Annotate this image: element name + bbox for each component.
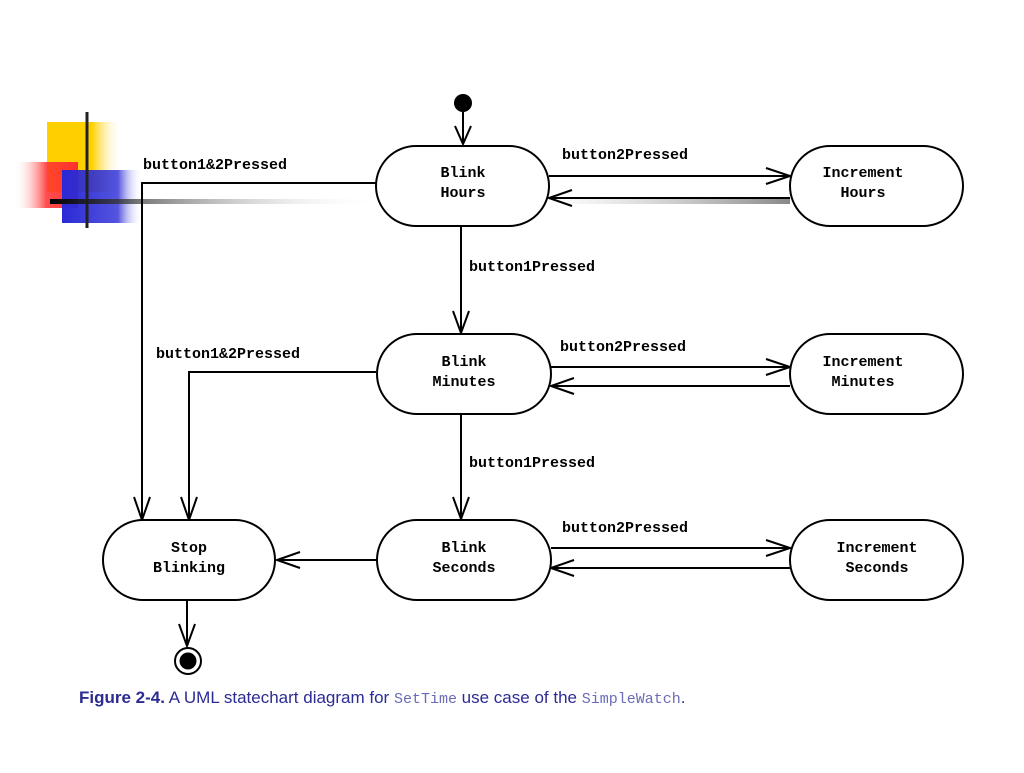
state-increment-minutes-box (789, 333, 964, 415)
decor-horizontal-line (50, 199, 380, 204)
label-minutes-button2: button2Pressed (560, 339, 686, 356)
state-blink-seconds: Blink Seconds (376, 519, 552, 601)
edge-increment-to-minutes-arrowhead (547, 377, 575, 395)
caption-code-simplewatch: SimpleWatch (581, 691, 681, 708)
state-blink-hours-line2: Hours (440, 185, 485, 202)
state-increment-seconds: Increment Seconds (789, 519, 964, 601)
transition-edges (133, 167, 794, 649)
caption-code-settime: SetTime (393, 691, 457, 708)
label-hours-button2: button2Pressed (562, 147, 688, 164)
edge-minutes-to-stop (188, 371, 376, 520)
state-stop-blinking-line1: Stop (171, 540, 207, 557)
state-increment-hours-line2: Hours (840, 185, 885, 202)
label-seconds-button2: button2Pressed (562, 520, 688, 537)
label-hours-button1: button1Pressed (469, 259, 595, 276)
state-blink-minutes: Blink Minutes (376, 333, 552, 415)
state-blink-minutes-line1: Blink (441, 354, 486, 371)
state-increment-minutes-line1: Increment (822, 354, 903, 371)
state-blink-hours-box (375, 145, 550, 227)
edge-increment-to-hours-arrowhead (545, 189, 573, 207)
state-increment-hours-box (789, 145, 964, 227)
initial-transition-arrowhead (454, 125, 472, 147)
slide-decoration (14, 112, 790, 228)
state-increment-minutes-line2: Minutes (831, 374, 894, 391)
state-blink-seconds-box (376, 519, 552, 601)
state-blink-hours-line1: Blink (440, 165, 485, 182)
state-blink-minutes-line2: Minutes (432, 374, 495, 391)
label-hours-button12: button1&2Pressed (143, 157, 287, 174)
final-state (174, 647, 202, 675)
state-increment-seconds-line1: Increment (836, 540, 917, 557)
final-state-dot (179, 652, 197, 670)
figure-caption: Figure 2-4. A UML statechart diagram for… (79, 688, 979, 708)
edge-stop-to-final-arrowhead (178, 623, 196, 649)
state-blink-hours: Blink Hours (375, 145, 550, 227)
transition-labels: button2Pressed button2Pressed button2Pre… (143, 147, 688, 537)
caption-figure-label: Figure 2-4. (79, 688, 165, 707)
edge-hours-to-stop (141, 182, 376, 520)
decor-line-shadow (548, 199, 790, 204)
caption-text-part1: A UML statechart diagram for (164, 688, 394, 707)
label-minutes-button12: button1&2Pressed (156, 346, 300, 363)
decor-blue-square (62, 170, 142, 223)
edge-hours-to-increment-arrowhead (765, 167, 794, 185)
state-blink-seconds-line2: Seconds (432, 560, 495, 577)
caption-text-part3: . (680, 688, 686, 707)
label-minutes-button1: button1Pressed (469, 455, 595, 472)
state-increment-hours: Increment Hours (789, 145, 964, 227)
initial-state-dot (454, 94, 472, 112)
edge-seconds-to-stop-arrowhead (273, 551, 301, 569)
state-increment-hours-line1: Increment (822, 165, 903, 182)
edge-seconds-to-increment-arrowhead (765, 539, 794, 557)
state-stop-blinking-line2: Blinking (153, 560, 225, 577)
caption-text-part2: use case of the (456, 688, 582, 707)
state-blink-minutes-box (376, 333, 552, 415)
state-blink-seconds-line1: Blink (441, 540, 486, 557)
state-increment-seconds-line2: Seconds (845, 560, 908, 577)
state-stop-blinking-box (102, 519, 276, 601)
state-increment-minutes: Increment Minutes (789, 333, 964, 415)
state-stop-blinking: Stop Blinking (102, 519, 276, 601)
state-increment-seconds-box (789, 519, 964, 601)
